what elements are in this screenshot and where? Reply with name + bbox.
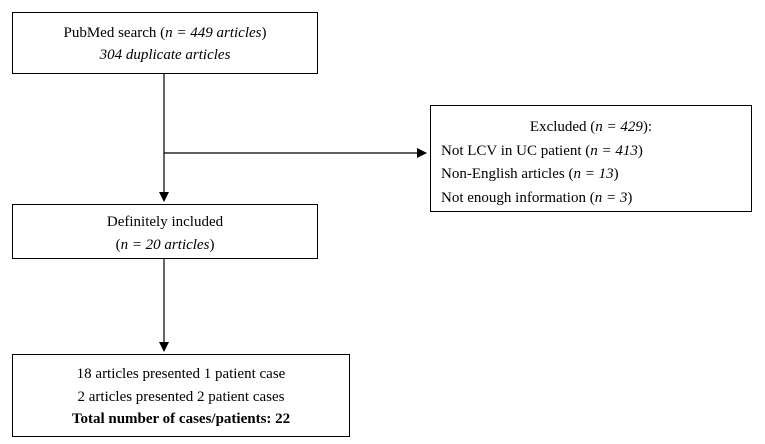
included-title: Definitely included (106, 214, 224, 230)
search-box: PubMed search (n = 449 articles) 304 dup… (12, 12, 318, 74)
result-line-double: 2 articles presented 2 patient cases (77, 388, 285, 405)
search-box-line1: PubMed search (n = 449 articles) (63, 25, 267, 41)
included-count: (n = 20 articles) (115, 237, 215, 253)
included-box: Definitely included (n = 20 articles) (12, 204, 318, 259)
excluded-title: Excluded (n = 429): (529, 119, 653, 135)
result-line-single: 18 articles presented 1 patient case (76, 366, 286, 382)
excluded-item: Not LCV in UC patient (n = 413) (441, 142, 643, 159)
search-box-line2: 304 duplicate articles (99, 47, 231, 63)
result-total: Total number of cases/patients: 22 (71, 411, 291, 427)
excluded-item: Non-English articles (n = 13) (441, 166, 619, 182)
excluded-box: Excluded (n = 429): Not LCV in UC patien… (430, 105, 752, 212)
excluded-item: Not enough information (n = 3) (441, 189, 633, 206)
result-box: 18 articles presented 1 patient case 2 a… (12, 354, 350, 437)
